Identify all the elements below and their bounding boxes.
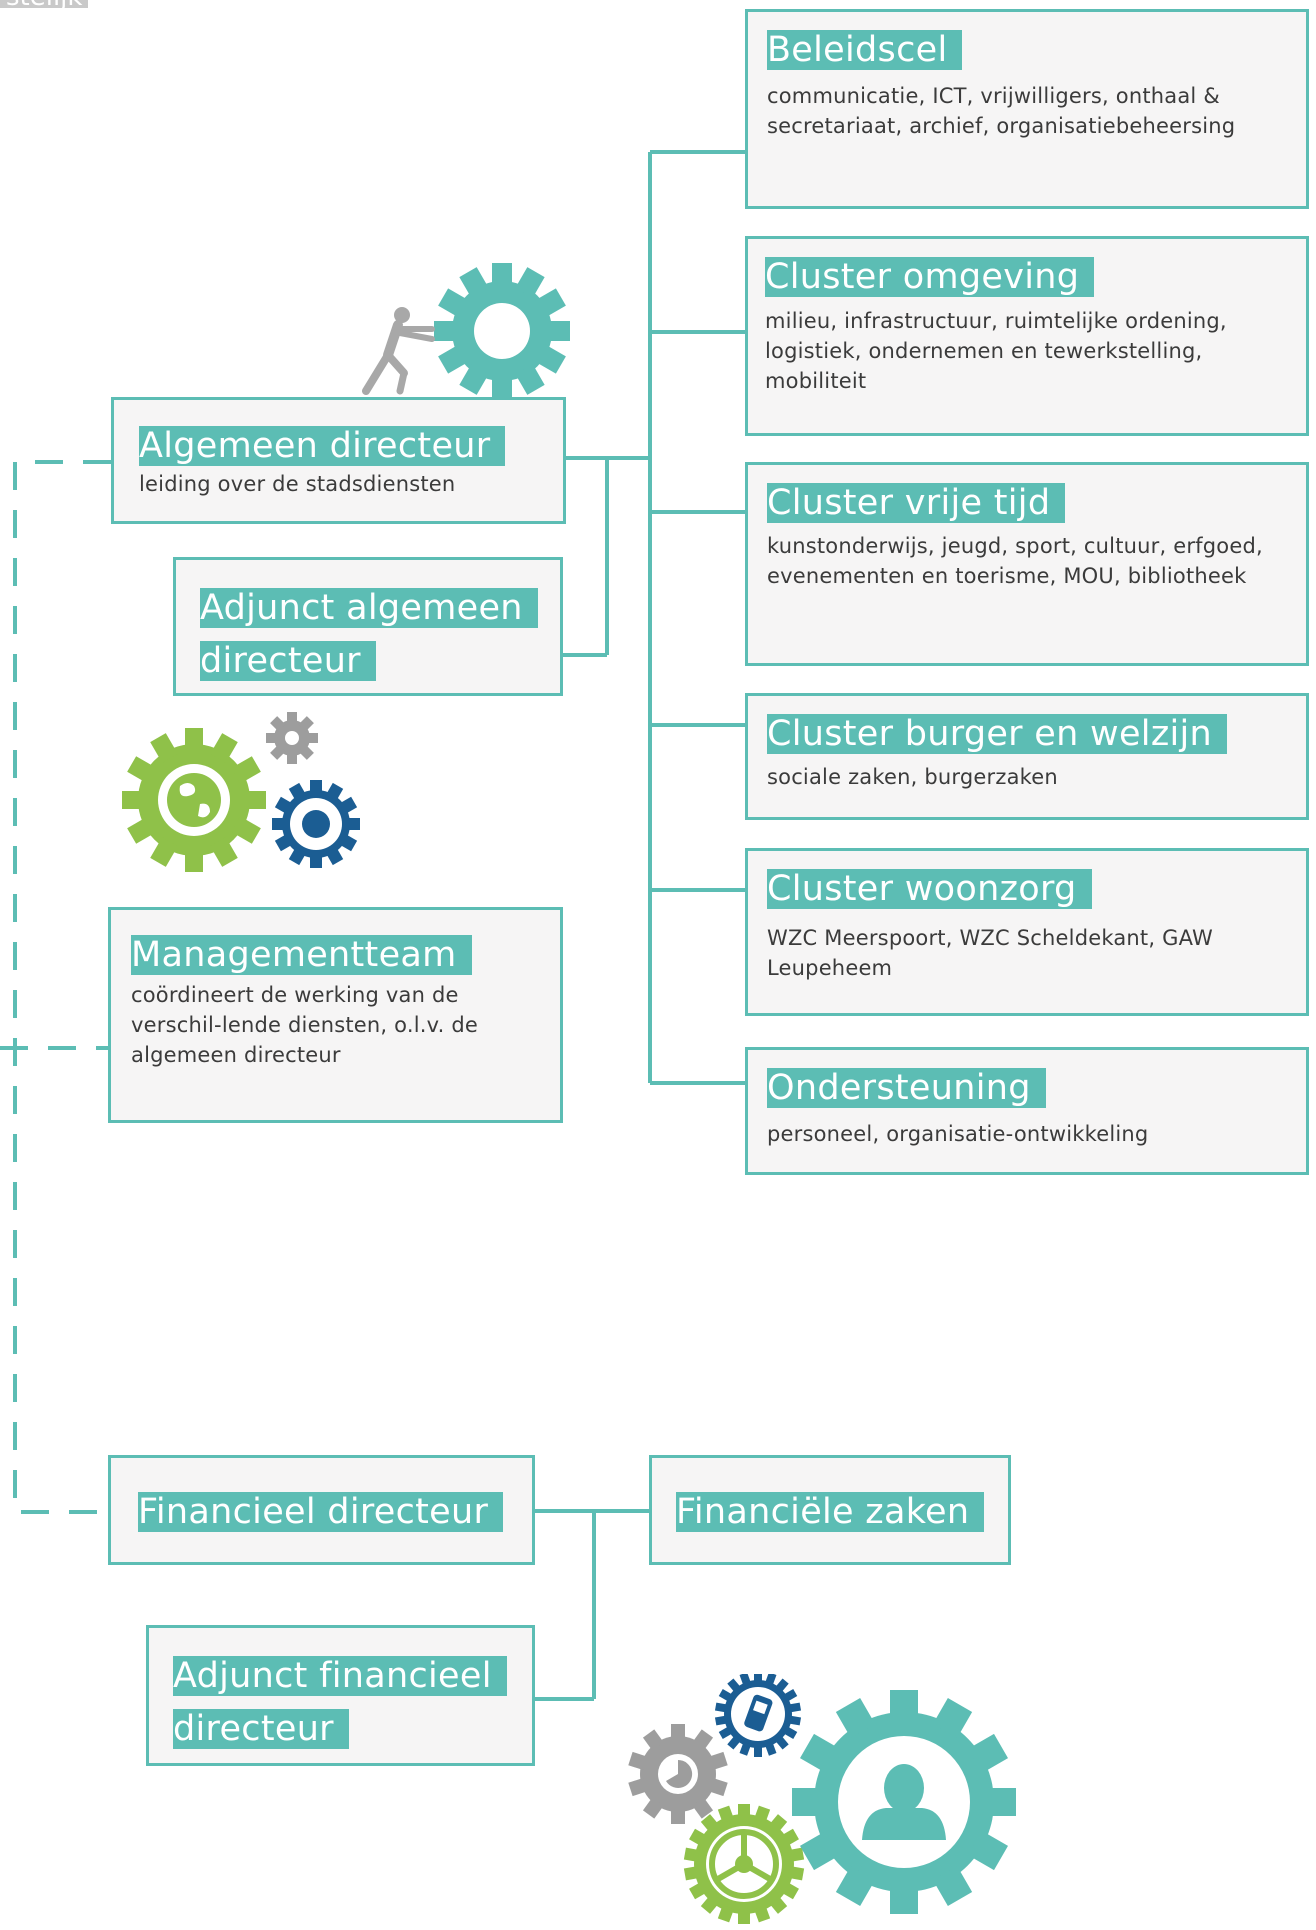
wheel-gear-icon [683, 1804, 805, 1924]
cluster-desc: personeel, organisatie-ontwikkeling [767, 1122, 1149, 1146]
deputy-financial-director-box: Adjunct financieel directeur [146, 1625, 535, 1766]
small-grey-gear-icon [266, 712, 318, 764]
cluster-box-beleidscel: Beleidscel communicatie, ICT, vrijwillig… [745, 9, 1309, 209]
cluster-title: Cluster burger en welzijn [767, 714, 1228, 754]
cluster-box-woonzorg: Cluster woonzorg WZC Meerspoort, WZC Sch… [745, 848, 1309, 1016]
corner-tag: stelijk [0, 0, 89, 8]
cluster-desc: milieu, infrastructuur, ruimtelijke orde… [765, 309, 1227, 393]
financial-affairs-title: Financiële zaken [676, 1492, 985, 1532]
cluster-title: Beleidscel [767, 30, 963, 70]
management-team-desc: coördineert de werking van de verschil-l… [131, 983, 479, 1067]
cluster-desc: kunstonderwijs, jeugd, sport, cultuur, e… [767, 534, 1263, 588]
cluster-desc: sociale zaken, burgerzaken [767, 765, 1058, 789]
deputy-financial-director-title: Adjunct financieel directeur [173, 1656, 507, 1749]
blue-gear-icon [272, 780, 360, 868]
cluster-desc: WZC Meerspoort, WZC Scheldekant, GAW Leu… [767, 926, 1213, 980]
management-team-box: Managementteam coördineert de werking va… [108, 907, 563, 1123]
cluster-title: Ondersteuning [767, 1068, 1046, 1108]
person-gear-icon [628, 1674, 1016, 1924]
chart-gear-icon [628, 1724, 728, 1824]
general-director-desc: leiding over de stadsdiensten [139, 472, 456, 496]
globe-gear-icon [122, 712, 360, 872]
phone-gear-icon [714, 1674, 802, 1757]
cluster-box-ondersteuning: Ondersteuning personeel, organisatie-ont… [745, 1047, 1309, 1175]
financial-director-title: Financieel directeur [138, 1492, 504, 1532]
cluster-title: Cluster vrije tijd [767, 483, 1066, 523]
cluster-box-vrije-tijd: Cluster vrije tijd kunstonderwijs, jeugd… [745, 462, 1309, 666]
financial-director-box: Financieel directeur [108, 1455, 535, 1565]
cluster-title: Cluster woonzorg [767, 869, 1092, 909]
cluster-box-burger-welzijn: Cluster burger en welzijn sociale zaken,… [745, 693, 1309, 820]
gear-pushing-figure-icon [362, 263, 570, 399]
management-team-title: Managementteam [131, 935, 472, 975]
deputy-general-director-box: Adjunct algemeen directeur [173, 557, 563, 696]
cluster-title: Cluster omgeving [765, 257, 1095, 297]
cluster-box-omgeving: Cluster omgeving milieu, infrastructuur,… [745, 236, 1309, 436]
financial-affairs-box: Financiële zaken [649, 1455, 1011, 1565]
general-director-title: Algemeen directeur [139, 426, 506, 466]
deputy-general-director-title: Adjunct algemeen directeur [200, 588, 538, 681]
general-director-box: Algemeen directeur leiding over de stads… [111, 397, 566, 524]
cluster-desc: communicatie, ICT, vrijwilligers, onthaa… [767, 84, 1236, 138]
